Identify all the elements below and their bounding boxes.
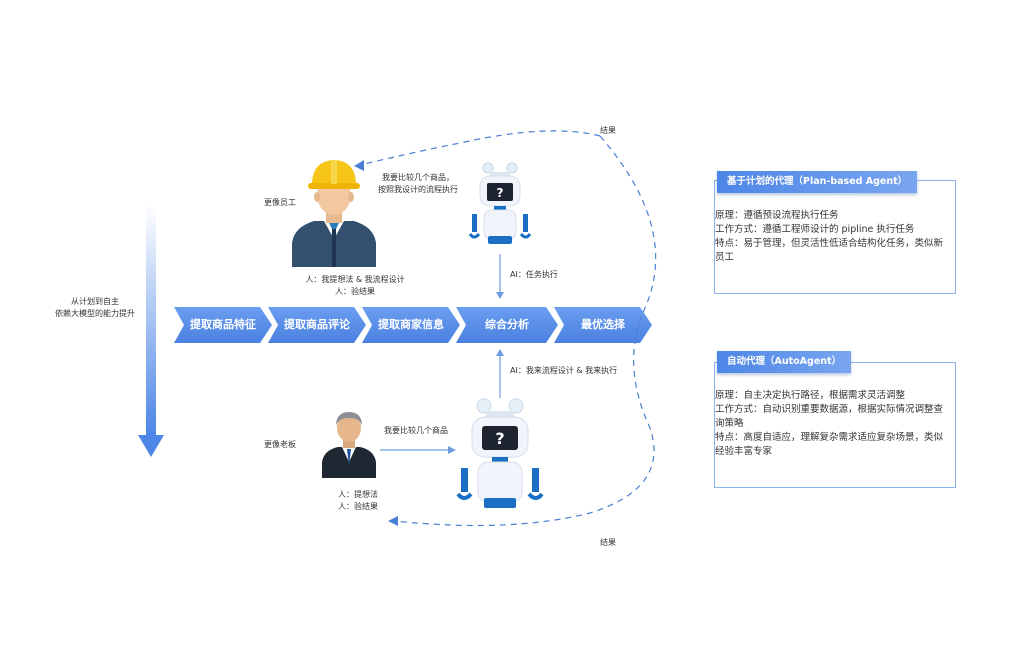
top-bubble-line2: 按照我设计的流程执行 <box>378 185 458 194</box>
auto-agent-title: 自动代理（AutoAgent） <box>717 351 852 373</box>
plan-agent-line-1: 原理：遵循预设流程执行任务 <box>715 210 839 221</box>
arrow-down-icon <box>496 254 504 299</box>
top-role-label: 更像员工 <box>264 198 296 207</box>
top-result-label: 结果 <box>600 126 616 135</box>
plan-agent-panel: 基于计划的代理（Plan-based Agent） 原理：遵循预设流程执行任务 … <box>714 171 956 294</box>
top-bubble-line1: 我要比较几个商品， <box>382 173 454 182</box>
bottom-robot: ? <box>456 398 544 510</box>
chevron-shape-icon <box>362 307 460 343</box>
boss-to-robot-arrow <box>380 440 456 454</box>
bottom-ai-arrow <box>494 348 506 398</box>
auto-agent-line-2: 工作方式：自动识别重要数据源，根据实际情况调整查 <box>715 404 944 415</box>
chevron-shape-icon <box>456 307 558 343</box>
plan-agent-line-3: 特点：易于管理，但灵活性低适合结构化任务，类似新 <box>715 238 944 249</box>
robot-icon: ? <box>456 398 544 508</box>
arrow-right-icon <box>380 446 456 454</box>
results-loop <box>350 128 680 528</box>
axis-label-line1: 从计划到自主 <box>71 297 119 306</box>
pipeline-step-2: 提取商品评论 <box>268 307 366 343</box>
pipeline-step-1-label: 提取商品特征 <box>190 318 256 331</box>
plan-agent-title: 基于计划的代理（Plan-based Agent） <box>717 171 918 193</box>
bottom-role-label: 更像老板 <box>264 440 296 449</box>
svg-text:?: ? <box>497 186 504 200</box>
pipeline-step-5: 最优选择 <box>554 307 652 343</box>
chevron-shape-icon <box>554 307 652 343</box>
worker-helmet-icon <box>292 160 376 267</box>
bottom-human-roles: 人：提想法 人：验结果 <box>330 489 386 513</box>
axis-label: 从计划到自主 依赖大模型的能力提升 <box>40 296 150 320</box>
bottom-result-label: 结果 <box>600 538 616 547</box>
auto-agent-line-1: 原理：自主决定执行路径，根据需求灵活调整 <box>715 390 906 401</box>
bottom-human-line2: 人：验结果 <box>338 502 378 511</box>
bottom-bubble: 我要比较几个商品 <box>384 426 448 435</box>
worker-figure <box>288 155 380 267</box>
pipeline-step-4-label: 综合分析 <box>485 318 529 331</box>
bottom-ai-label: AI：我来流程设计 & 我来执行 <box>510 366 618 375</box>
plan-agent-line-2: 工作方式：遵循工程师设计的 pipline 执行任务 <box>715 224 915 235</box>
auto-agent-line-5: 经验丰富专家 <box>715 446 773 457</box>
progress-arrow <box>136 205 166 460</box>
top-human-roles: 人：我提想法 & 我流程设计 人：验结果 <box>300 274 410 298</box>
gradient-down-arrow-icon <box>138 205 164 457</box>
auto-agent-panel: 自动代理（AutoAgent） 原理：自主决定执行路径，根据需求灵活调整 工作方… <box>714 351 956 488</box>
top-ai-label: AI：任务执行 <box>510 270 558 279</box>
axis-label-line2: 依赖大模型的能力提升 <box>55 309 135 318</box>
pipeline-step-5-label: 最优选择 <box>581 318 625 331</box>
chevron-shape-icon <box>268 307 366 343</box>
chevron-shape-icon <box>174 307 272 343</box>
pipeline-step-4: 综合分析 <box>456 307 558 343</box>
pipeline-step-3: 提取商家信息 <box>362 307 460 343</box>
top-human-line1: 人：我提想法 & 我流程设计 <box>305 275 405 284</box>
boss-figure <box>320 404 378 478</box>
pipeline-step-1: 提取商品特征 <box>174 307 272 343</box>
top-ai-arrow <box>494 254 506 300</box>
top-bubble: 我要比较几个商品， 按照我设计的流程执行 <box>378 172 458 196</box>
top-robot: ? <box>468 162 532 246</box>
auto-agent-line-4: 特点：高度自适应，理解复杂需求适应复杂场景，类似 <box>715 432 944 443</box>
auto-agent-line-3: 询策略 <box>715 418 744 429</box>
dashed-loop-arrow-icon <box>354 130 657 527</box>
robot-icon: ? <box>468 162 532 244</box>
top-human-line2: 人：验结果 <box>335 287 375 296</box>
arrow-up-icon <box>496 349 504 398</box>
plan-agent-line-4: 员工 <box>715 252 735 263</box>
pipeline-step-2-label: 提取商品评论 <box>284 318 350 331</box>
bottom-human-line1: 人：提想法 <box>338 490 378 499</box>
pipeline-step-3-label: 提取商家信息 <box>378 318 444 331</box>
svg-text:?: ? <box>495 429 504 448</box>
businessman-icon <box>322 412 376 478</box>
